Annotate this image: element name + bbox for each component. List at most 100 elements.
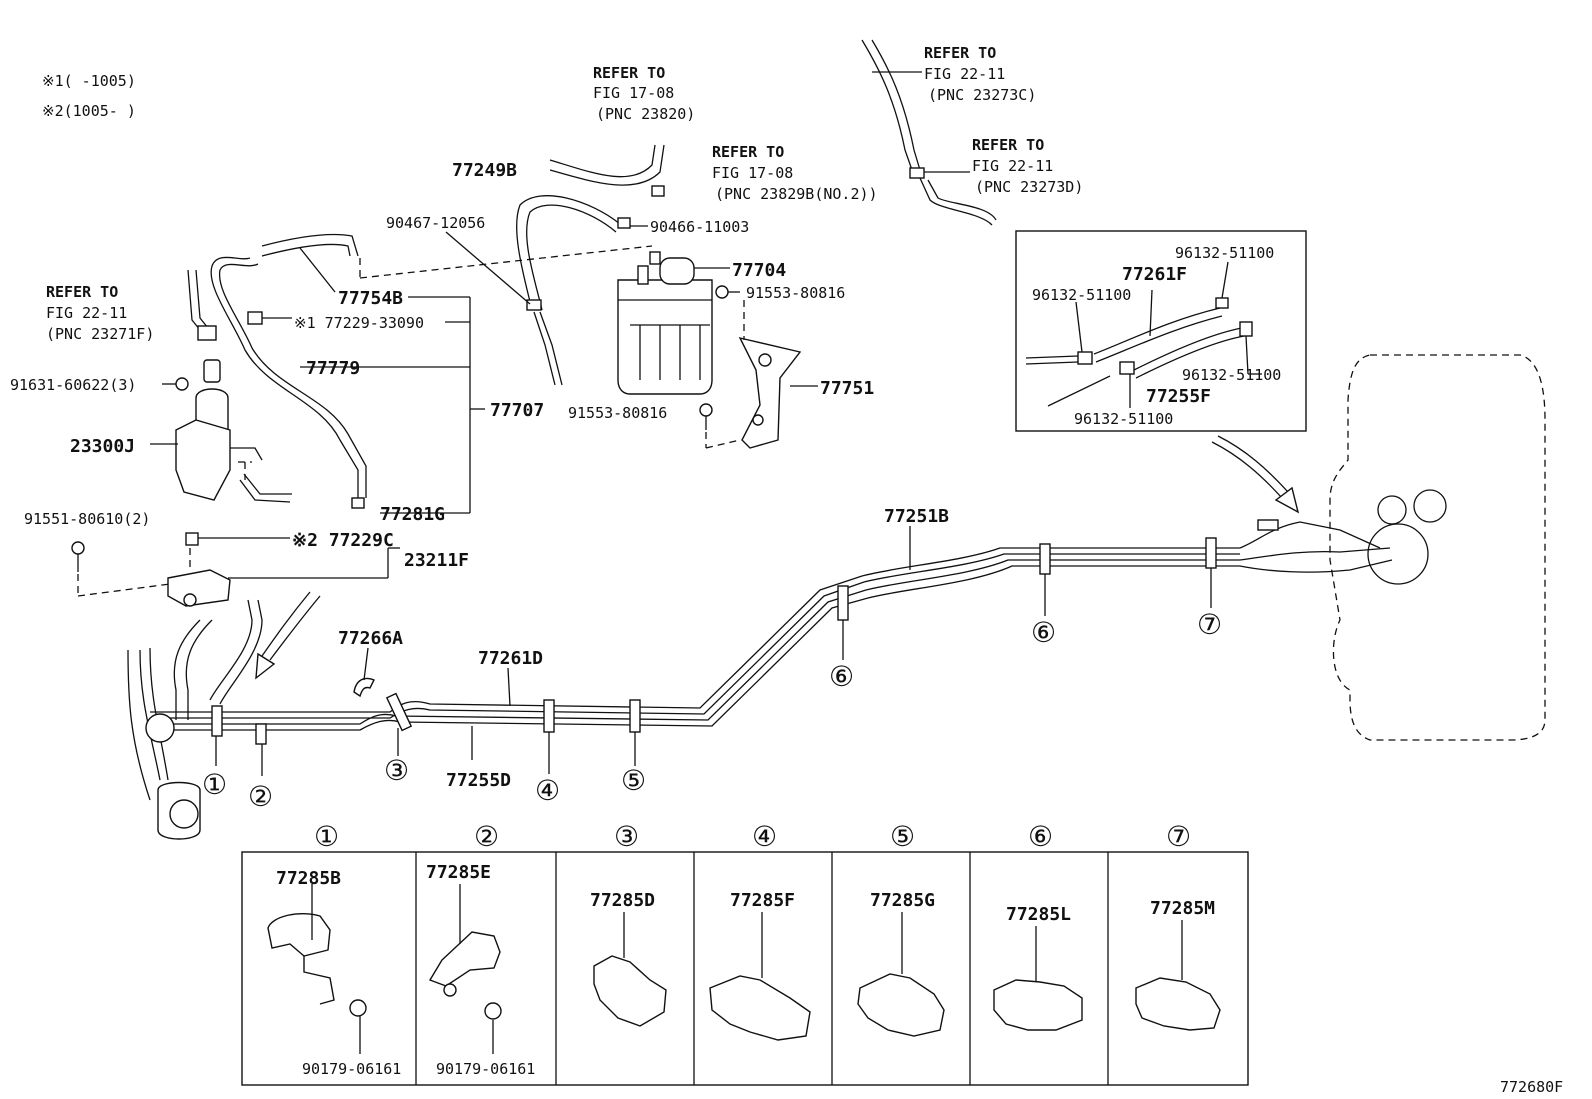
clamp-drawing-77285d (593, 912, 667, 1027)
arrow-to-left-clamp (255, 591, 321, 680)
sensor-assembly-23300j (175, 269, 292, 503)
table-marker-2: ② (474, 820, 499, 853)
svg-text:REFER TO: REFER TO (924, 44, 996, 62)
clamp-marker-1: ① (202, 768, 227, 801)
clamp-drawing-77285b (267, 884, 367, 1054)
table-marker-7: ⑦ (1166, 820, 1191, 853)
table-marker-6: ⑥ (1028, 820, 1053, 853)
svg-text:REFER TO: REFER TO (712, 143, 784, 161)
svg-text:REFER TO: REFER TO (46, 283, 118, 301)
table-part-77285f: 77285F (730, 890, 795, 911)
label-91553-a: 91553-80816 (746, 284, 845, 302)
clip-77281g (351, 497, 365, 509)
svg-text:FIG 22-11: FIG 22-11 (46, 304, 127, 322)
label-77249b: 77249B (452, 160, 517, 181)
bolt-91553-a (715, 285, 745, 340)
hose-77779 (210, 256, 367, 498)
label-inset-96132-b: 96132-51100 (1032, 286, 1131, 304)
label-inset-77261f: 77261F (1122, 264, 1187, 285)
figure-code: 772680F (1500, 1078, 1563, 1096)
bracket-77751 (738, 336, 802, 449)
note-2: ※2(1005- ) (42, 102, 136, 120)
clamp-marker-3: ③ (384, 754, 409, 787)
clamp-markers: ① ② ③ ④ ⑤ ⑥ ⑥ ⑦ (202, 608, 1222, 813)
svg-text:REFER TO: REFER TO (972, 136, 1044, 154)
svg-text:(PNC 23271F): (PNC 23271F) (46, 325, 154, 343)
label-23211f: 23211F (404, 550, 469, 571)
table-part-77285e: 77285E (426, 862, 491, 883)
main-fuel-lines (127, 519, 1393, 840)
table-part-77285b: 77285B (276, 868, 341, 889)
clamp-drawing-77285e (428, 884, 502, 1054)
label-77779: 77779 (306, 358, 360, 379)
label-77704: 77704 (732, 260, 786, 281)
label-77751: 77751 (820, 378, 874, 399)
svg-text:(PNC 23820): (PNC 23820) (596, 105, 695, 123)
label-77281g: 77281G (380, 504, 445, 525)
leaders-main (215, 526, 1212, 776)
table-nut-2: 90179-06161 (436, 1060, 535, 1078)
bolt-91553-b (699, 403, 741, 449)
svg-text:(PNC 23273D): (PNC 23273D) (975, 178, 1083, 196)
clamp-marker-6b: ⑥ (1031, 616, 1056, 649)
clamp-table-labels: ① ② ③ ④ ⑤ ⑥ ⑦ 77285B 77285E 77285D 77285… (276, 820, 1215, 1078)
label-inset-77255f: 77255F (1146, 386, 1211, 407)
label-77229c: ※2 77229C (292, 530, 394, 551)
hose-77754b (261, 233, 653, 293)
clamp-marker-6a: ⑥ (829, 660, 854, 693)
clip-77229-33090 (247, 311, 292, 325)
table-part-77285d: 77285D (590, 890, 655, 911)
part-labels: 77249B 90467-12056 90466-11003 77704 915… (10, 160, 1563, 1096)
table-marker-1: ① (314, 820, 339, 853)
clamp-marker-7: ⑦ (1197, 608, 1222, 641)
reference-fig-17-08-a: REFER TO FIG 17-08 (PNC 23820) (593, 64, 695, 123)
reference-fig-22-11-d: REFER TO FIG 22-11 (PNC 23273D) (972, 136, 1083, 196)
label-77229-33090: ※1 77229-33090 (294, 314, 424, 332)
bolt-91631 (162, 377, 189, 391)
reference-fig-22-11-f: REFER TO FIG 22-11 (PNC 23271F) (46, 283, 154, 343)
label-77266a: 77266A (338, 628, 403, 649)
group-bracket-77707 (300, 296, 485, 514)
bolt-91551 (71, 541, 171, 597)
clamp-marker-2: ② (248, 780, 273, 813)
label-91551: 91551-80610(2) (24, 510, 150, 528)
label-77754b: 77754B (338, 288, 403, 309)
note-1: ※1( -1005) (42, 72, 136, 90)
clamp-drawing-77285g (857, 912, 945, 1037)
table-part-77285l: 77285L (1006, 904, 1071, 925)
leader-90467 (445, 231, 531, 305)
reference-fig-22-11-c: REFER TO FIG 22-11 (PNC 23273C) (924, 44, 1036, 104)
clamp-drawing-77285m (1135, 920, 1221, 1031)
svg-text:(PNC 23829B(NO.2)): (PNC 23829B(NO.2)) (715, 185, 878, 203)
label-23300j: 23300J (70, 436, 135, 457)
svg-text:FIG 22-11: FIG 22-11 (972, 157, 1053, 175)
table-nut-1: 90179-06161 (302, 1060, 401, 1078)
label-90466: 90466-11003 (650, 218, 749, 236)
table-part-77285g: 77285G (870, 890, 935, 911)
clamp-drawing-77285f (709, 912, 811, 1041)
label-90467: 90467-12056 (386, 214, 485, 232)
label-inset-96132-d: 96132-51100 (1074, 410, 1173, 428)
label-inset-96132-a: 96132-51100 (1175, 244, 1274, 262)
inset-hose-detail (1015, 230, 1307, 432)
table-marker-4: ④ (752, 820, 777, 853)
table-marker-3: ③ (614, 820, 639, 853)
clamp-table (241, 851, 1249, 1086)
svg-text:(PNC 23273C): (PNC 23273C) (928, 86, 1036, 104)
label-77261d: 77261D (478, 648, 543, 669)
svg-text:FIG 17-08: FIG 17-08 (712, 164, 793, 182)
label-inset-96132-c: 96132-51100 (1182, 366, 1281, 384)
svg-text:FIG 22-11: FIG 22-11 (924, 65, 1005, 83)
label-77707: 77707 (490, 400, 544, 421)
label-77251b: 77251B (884, 506, 949, 527)
table-part-77285m: 77285M (1150, 898, 1215, 919)
fuel-tank-outline (1329, 354, 1546, 741)
svg-text:REFER TO: REFER TO (593, 64, 665, 82)
clamp-marker-5: ⑤ (621, 764, 646, 797)
label-77255d: 77255D (446, 770, 511, 791)
vent-hose-top-right (861, 39, 997, 226)
svg-text:FIG 17-08: FIG 17-08 (593, 84, 674, 102)
table-marker-5: ⑤ (890, 820, 915, 853)
label-91553-b: 91553-80816 (568, 404, 667, 422)
